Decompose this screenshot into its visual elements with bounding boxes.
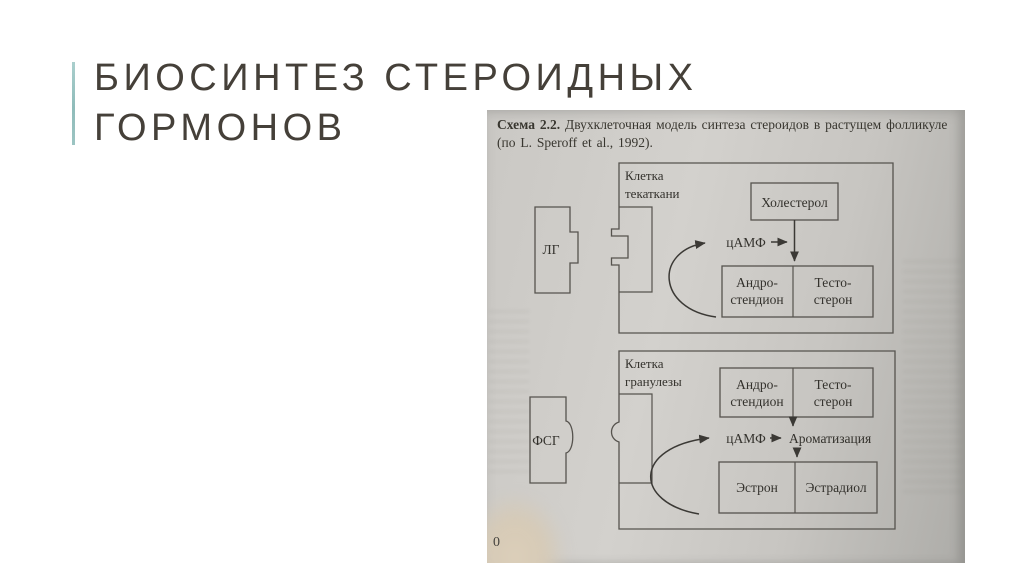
granulosa-feedback-curved-arrow [650,434,710,515]
granulosa-testosterone-line1: Тесто- [814,377,852,392]
theca-feedback-curved-arrow [668,240,717,318]
granulosa-cell-label-line2: гранулезы [625,374,682,389]
lh-label: ЛГ [543,242,560,257]
theca-cell-label-line1: Клетка [625,168,664,183]
two-cell-steroid-diagram: Клетка текаткани ЛГ Холестерол цАМФ Андр… [529,162,896,530]
granulosa-camp-label: цАМФ [726,431,766,446]
estradiol-label: Эстрадиол [805,480,866,495]
cholesterol-label: Холестерол [761,195,828,210]
page-number: 0 [493,535,500,550]
granulosa-cell-box [610,350,896,530]
page-bleedthrough-texture [903,260,961,500]
theca-camp-label: цАМФ [726,235,766,250]
theca-testosterone-line2: стерон [814,292,853,307]
theca-androstenedione-line2: стендион [730,292,783,307]
figure-caption-number: Схема 2.2. [497,117,561,132]
estrone-label: Эстрон [736,480,778,495]
theca-membrane-line [619,206,653,293]
page-bleedthrough-texture [489,310,529,480]
theca-cell-label-line2: текаткани [625,186,680,201]
book-page-photo: Схема 2.2. Двухклеточная модель синтеза … [487,110,965,563]
granulosa-membrane-line [619,393,653,484]
theca-testosterone-line1: Тесто- [814,275,852,290]
estrogen-box [718,461,878,514]
granulosa-cell-group: Клетка гранулезы ФСГ Андро- стендион Тес… [529,350,896,530]
fsh-label: ФСГ [532,433,560,448]
title-line1: БИОСИНТЕЗ СТЕРОИДНЫХ [94,57,698,99]
figure-caption-source: (по L. Speroff et al., 1992). [497,135,653,150]
granulosa-testosterone-line2: стерон [814,394,853,409]
title-line2: ГОРМОНОВ [94,107,347,149]
theca-cell-group: Клетка текаткани ЛГ Холестерол цАМФ Андр… [534,162,894,334]
theca-androstenedione-line1: Андро- [736,275,778,290]
aromatization-label: Ароматизация [789,431,871,446]
figure-caption-line1: Схема 2.2. Двухклеточная модель синтеза … [497,117,947,132]
theca-product-box [721,265,874,318]
fsh-ligand-shape [529,396,574,484]
figure-caption: Схема 2.2. Двухклеточная модель синтеза … [497,116,959,152]
granulosa-androgen-box [719,367,874,418]
granulosa-androstenedione-line1: Андро- [736,377,778,392]
lh-ligand-shape [534,206,579,294]
figure-caption-text: Двухклеточная модель синтеза стероидов в… [565,117,948,132]
theca-cell-box [610,162,894,334]
granulosa-cell-label-line1: Клетка [625,356,664,371]
slide-title: БИОСИНТЕЗ СТЕРОИДНЫХ ГОРМОНОВ [94,53,698,153]
title-accent-bar [72,62,75,145]
granulosa-androstenedione-line2: стендион [730,394,783,409]
